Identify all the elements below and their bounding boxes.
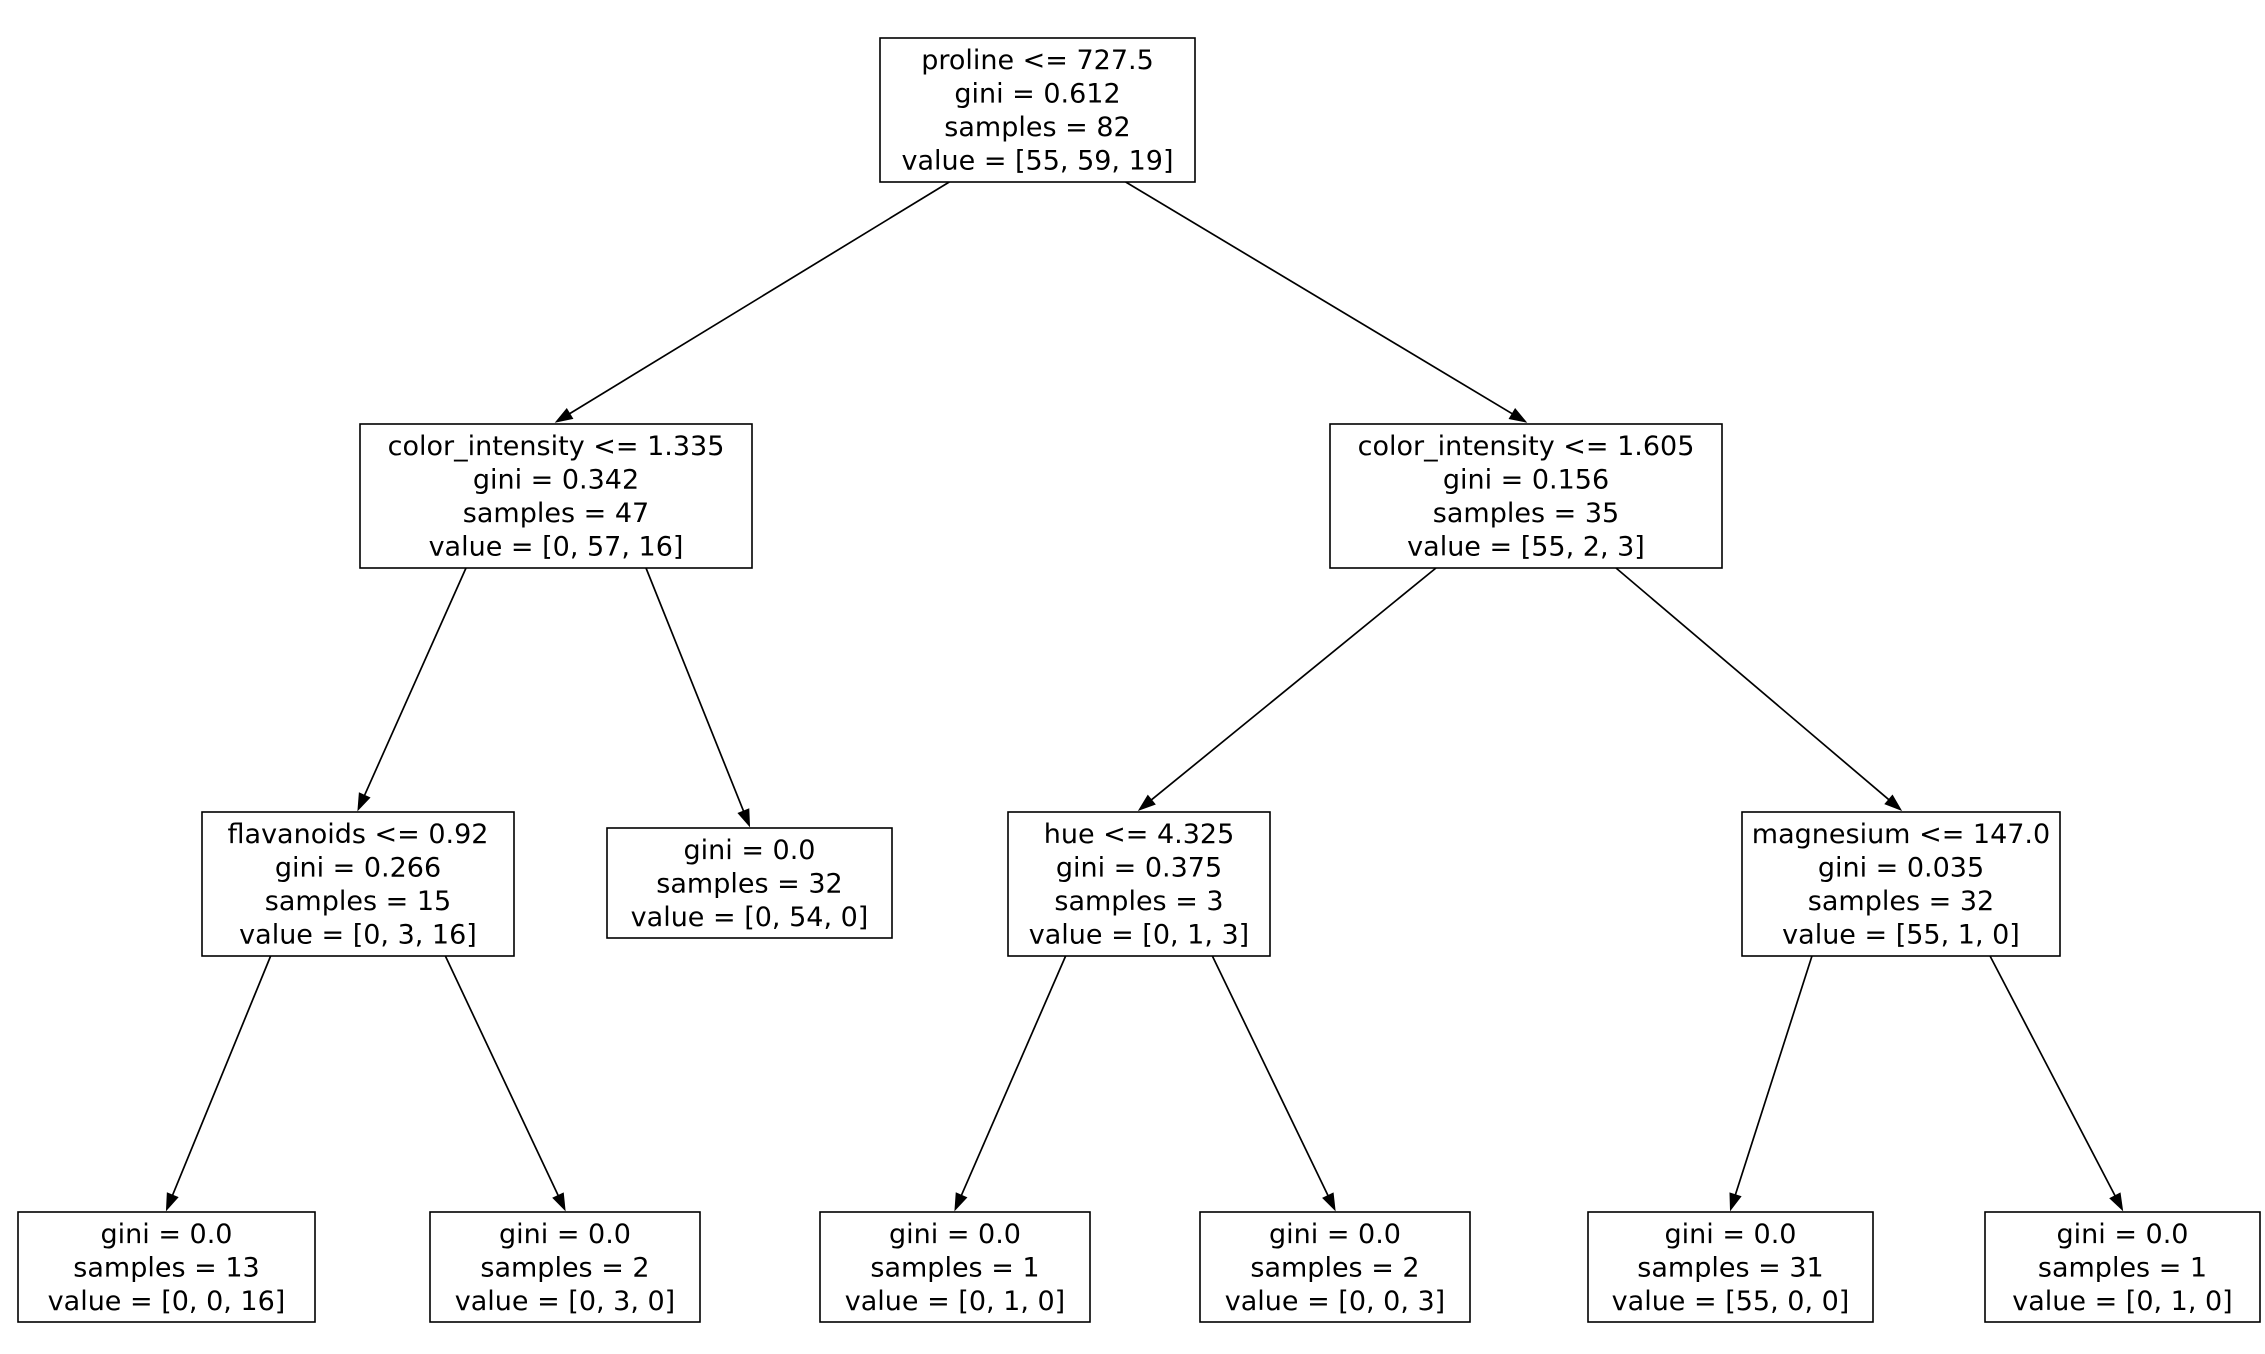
- node-samples: samples = 15: [265, 886, 451, 917]
- node-box[interactable]: [1741, 811, 2061, 957]
- edge-arrowhead: [737, 808, 751, 828]
- node-gini: gini = 0.035: [1818, 853, 1984, 884]
- edge-arrowhead: [1137, 794, 1156, 811]
- node-condition: magnesium <= 147.0: [1752, 819, 2050, 850]
- node-samples: samples = 35: [1433, 498, 1619, 529]
- node-value: value = [55, 1, 0]: [1782, 920, 2020, 951]
- node-gini: gini = 0.612: [954, 79, 1120, 110]
- edge-arrowhead: [2109, 1192, 2124, 1212]
- node-box[interactable]: [359, 423, 753, 569]
- node-condition: color_intensity <= 1.605: [1358, 431, 1695, 462]
- node-value: value = [0, 1, 0]: [845, 1286, 1065, 1317]
- node-gini: gini = 0.156: [1443, 465, 1609, 496]
- node-value: value = [55, 59, 19]: [901, 146, 1173, 177]
- node-box[interactable]: [606, 827, 893, 939]
- edge-arrowhead: [1729, 1192, 1742, 1212]
- tree-edge-n0-to-n1: [554, 181, 950, 423]
- tree-edge-n8-to-n9: [1137, 567, 1437, 811]
- edge-arrowhead: [1508, 408, 1528, 423]
- node-box[interactable]: [17, 1211, 316, 1323]
- node-gini: gini = 0.0: [499, 1219, 631, 1250]
- node-samples: samples = 2: [480, 1252, 649, 1283]
- node-value: value = [0, 0, 16]: [48, 1286, 286, 1317]
- node-gini: gini = 0.342: [473, 465, 639, 496]
- node-condition: hue <= 4.325: [1044, 819, 1235, 850]
- node-box[interactable]: [879, 37, 1196, 183]
- node-samples: samples = 31: [1637, 1252, 1823, 1283]
- node-box[interactable]: [1587, 1211, 1874, 1323]
- edge-arrowhead: [954, 1192, 968, 1212]
- tree-edge-n12-to-n14: [1989, 955, 2124, 1212]
- node-condition: proline <= 727.5: [921, 45, 1154, 76]
- node-samples: samples = 82: [944, 112, 1130, 143]
- node-gini: gini = 0.0: [889, 1219, 1021, 1250]
- node-value: value = [0, 54, 0]: [631, 902, 869, 933]
- tree-edge-n12-to-n13: [1729, 955, 1813, 1212]
- node-value: value = [0, 1, 0]: [2012, 1286, 2232, 1317]
- node-box[interactable]: [819, 1211, 1091, 1323]
- node-value: value = [0, 3, 16]: [239, 920, 477, 951]
- tree-edges-layer: [165, 181, 2124, 1212]
- node-samples: samples = 1: [2038, 1252, 2207, 1283]
- node-gini: gini = 0.0: [684, 835, 816, 866]
- tree-edge-n1-to-n7: [645, 567, 751, 828]
- node-condition: color_intensity <= 1.335: [388, 431, 725, 462]
- node-value: value = [0, 1, 3]: [1029, 920, 1249, 951]
- node-samples: samples = 32: [1808, 886, 1994, 917]
- tree-edge-n9-to-n10: [954, 955, 1067, 1212]
- tree-edge-n2-to-n4: [444, 955, 566, 1212]
- node-box[interactable]: [1984, 1211, 2261, 1323]
- node-box[interactable]: [1329, 423, 1723, 569]
- edge-arrowhead: [1884, 794, 1903, 811]
- tree-edge-n9-to-n11: [1211, 955, 1336, 1212]
- node-gini: gini = 0.0: [1665, 1219, 1797, 1250]
- node-samples: samples = 47: [463, 498, 649, 529]
- node-samples: samples = 3: [1054, 886, 1223, 917]
- node-samples: samples = 2: [1250, 1252, 1419, 1283]
- tree-edge-n0-to-n8: [1125, 181, 1528, 423]
- node-samples: samples = 1: [870, 1252, 1039, 1283]
- edge-arrowhead: [552, 1192, 566, 1212]
- node-box[interactable]: [1007, 811, 1271, 957]
- node-gini: gini = 0.375: [1056, 853, 1222, 884]
- node-gini: gini = 0.0: [101, 1219, 233, 1250]
- tree-edge-n2-to-n3: [165, 955, 272, 1212]
- node-samples: samples = 32: [656, 868, 842, 899]
- node-box[interactable]: [1199, 1211, 1471, 1323]
- node-box[interactable]: [201, 811, 515, 957]
- node-value: value = [0, 3, 0]: [455, 1286, 675, 1317]
- node-samples: samples = 13: [73, 1252, 259, 1283]
- edge-arrowhead: [357, 792, 371, 812]
- node-gini: gini = 0.266: [275, 853, 441, 884]
- tree-edge-n8-to-n12: [1615, 567, 1903, 811]
- node-gini: gini = 0.0: [2057, 1219, 2189, 1250]
- node-gini: gini = 0.0: [1269, 1219, 1401, 1250]
- node-value: value = [0, 0, 3]: [1225, 1286, 1445, 1317]
- node-value: value = [55, 0, 0]: [1612, 1286, 1850, 1317]
- tree-edge-n1-to-n2: [357, 567, 467, 812]
- node-condition: flavanoids <= 0.92: [228, 819, 489, 850]
- node-value: value = [55, 2, 3]: [1407, 532, 1645, 563]
- edge-arrowhead: [165, 1192, 179, 1212]
- edge-arrowhead: [1322, 1192, 1336, 1212]
- edge-arrowhead: [554, 407, 574, 423]
- node-value: value = [0, 57, 16]: [429, 532, 684, 563]
- node-box[interactable]: [429, 1211, 701, 1323]
